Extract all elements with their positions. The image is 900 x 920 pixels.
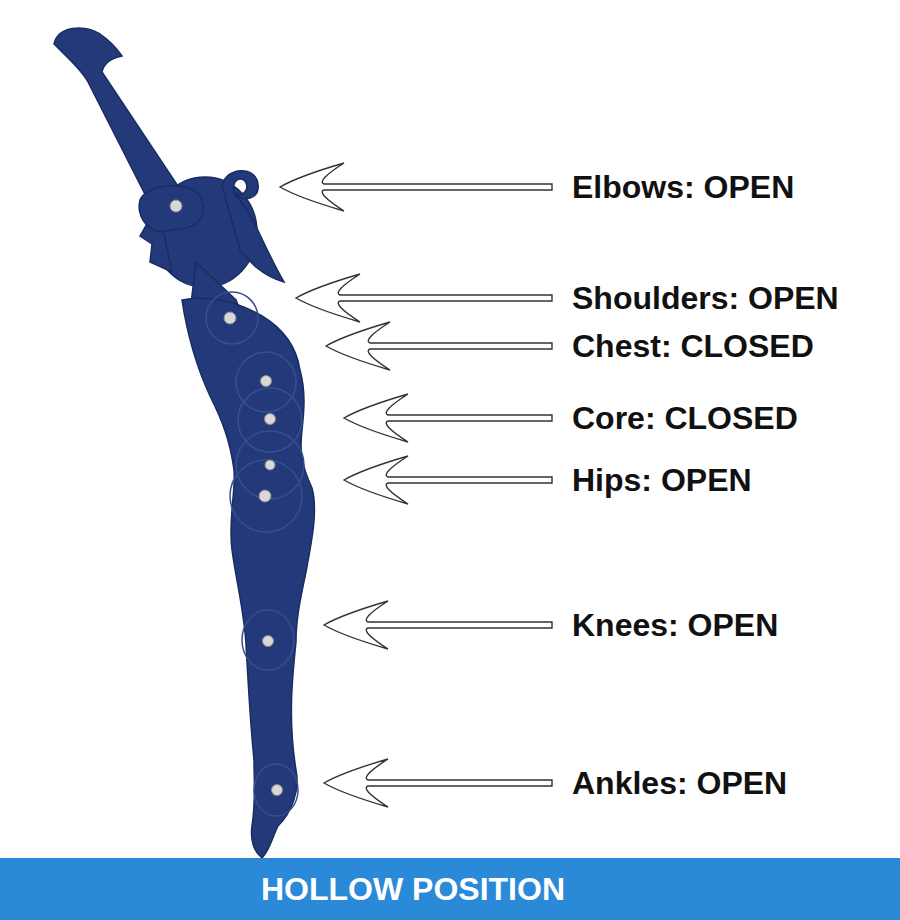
rivets <box>170 200 283 796</box>
joint-label: Elbows: OPEN <box>572 169 794 206</box>
paper-figure <box>54 28 314 858</box>
joint-label: Shoulders: OPEN <box>572 280 839 317</box>
callout-arrow <box>344 394 552 442</box>
callout-arrow <box>326 322 552 370</box>
joint-label: Knees: OPEN <box>572 607 778 644</box>
callout-arrow <box>324 759 552 807</box>
band-title: HOLLOW POSITION <box>261 871 565 908</box>
joint-plate-edges <box>206 292 304 816</box>
joint-label: Core: CLOSED <box>572 400 798 437</box>
callout-arrow <box>344 456 552 504</box>
joint-label: Hips: OPEN <box>572 462 752 499</box>
joint-label: Chest: CLOSED <box>572 328 814 365</box>
callout-arrow <box>280 163 552 211</box>
callout-arrows <box>280 163 552 807</box>
joint-label: Ankles: OPEN <box>572 765 787 802</box>
callout-arrow <box>324 601 552 649</box>
callout-arrow <box>296 274 552 322</box>
title-band: HOLLOW POSITION <box>0 858 900 920</box>
